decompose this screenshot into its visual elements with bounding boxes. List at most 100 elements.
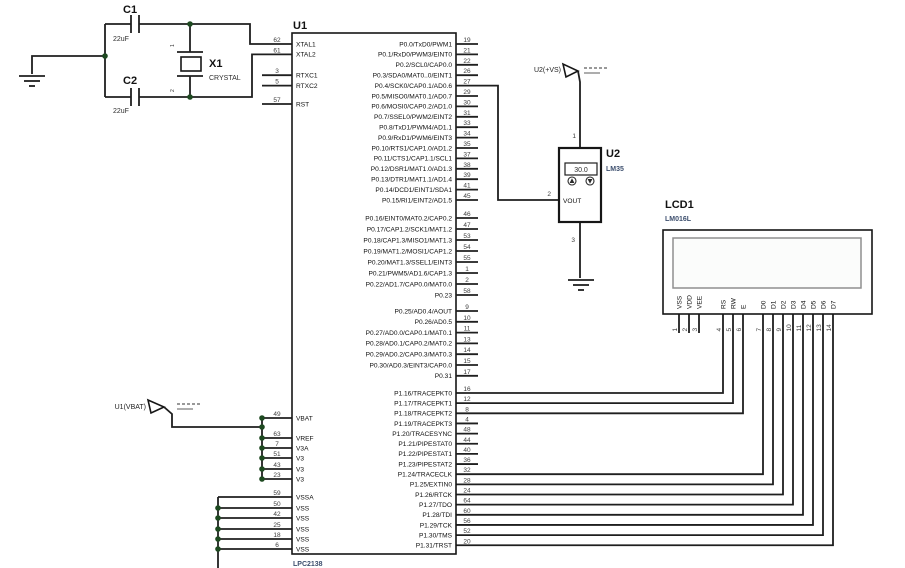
u1-pin-label: P1.24/TRACECLK bbox=[398, 472, 453, 479]
u1-pin-label: P0.22/AD1.7/CAP0.0/MAT0.0 bbox=[366, 281, 453, 288]
u1-pin-number: 20 bbox=[463, 538, 471, 545]
crystal-x1[interactable] bbox=[177, 51, 203, 77]
lcd-display-lm016l[interactable] bbox=[662, 229, 873, 315]
u1-pin-number: 26 bbox=[463, 68, 471, 75]
u2-pin-number: 3 bbox=[571, 237, 575, 244]
u1-pin-number: 54 bbox=[463, 244, 471, 251]
up-arrow-icon[interactable] bbox=[569, 178, 575, 183]
u1-pin-label: P0.15/RI1/EINT2/AD1.5 bbox=[382, 197, 452, 204]
u1-pin-number: 37 bbox=[463, 151, 471, 158]
u1-pin-number: 44 bbox=[463, 437, 471, 444]
lcd-pin-number: 12 bbox=[806, 324, 813, 332]
u1-pin-number: 46 bbox=[463, 211, 471, 218]
u1-pin-number: 33 bbox=[463, 120, 471, 127]
u1-pin-label: VSS bbox=[296, 546, 310, 553]
lcd-data-wire bbox=[456, 314, 794, 506]
lcd-pin-label: VSS bbox=[677, 295, 684, 309]
u1-pin-number: 24 bbox=[463, 488, 471, 495]
down-arrow-icon[interactable] bbox=[587, 179, 593, 184]
u1-pin-label: P0.6/MOSI0/CAP0.2/AD1.0 bbox=[371, 104, 452, 111]
u1-pin-number: 47 bbox=[463, 222, 471, 229]
crystal-body[interactable] bbox=[180, 56, 202, 72]
u2-vs-flag-label: U2(+VS) bbox=[534, 67, 561, 74]
u1-pin-label: P1.22/PIPESTAT1 bbox=[398, 451, 452, 458]
lcd-pin-number: 11 bbox=[796, 324, 803, 331]
u1-pin-label: RST bbox=[296, 101, 309, 108]
u1-ref-label: U1 bbox=[293, 20, 307, 32]
u1-pin-number: 35 bbox=[463, 141, 471, 148]
u1-pin-label: P0.14/DCD1/EINT1/SDA1 bbox=[375, 187, 452, 194]
u1-pin-label: P0.21/PWM5/AD1.6/CAP1.3 bbox=[368, 270, 452, 277]
u1-pin-number: 13 bbox=[463, 336, 471, 343]
u1-pin-number: 6 bbox=[275, 542, 279, 549]
lcd-data-wire bbox=[456, 314, 784, 496]
lcd1-model-label: LM016L bbox=[665, 216, 692, 223]
lcd-pin-label: D0 bbox=[761, 300, 768, 309]
lcd-pin-number: 8 bbox=[766, 328, 773, 332]
u1-pin-label: P0.29/AD0.2/CAP0.3/MAT0.3 bbox=[366, 352, 453, 359]
power-flag-icon[interactable] bbox=[561, 62, 580, 79]
u1-pin-number: 19 bbox=[463, 37, 471, 44]
lcd-pin-label: VDD bbox=[687, 295, 694, 309]
u1-pin-number: 63 bbox=[273, 431, 281, 438]
junction-dot bbox=[215, 546, 221, 552]
u1-pin-number: 36 bbox=[463, 457, 471, 464]
lcd-pin-label: D1 bbox=[771, 300, 778, 309]
u1-pin-number: 2 bbox=[465, 277, 469, 284]
u1-pin-label: VSS bbox=[296, 536, 310, 543]
lcd-pin-number: 14 bbox=[826, 324, 833, 332]
u1-pin-number: 29 bbox=[463, 89, 471, 96]
junction-dot bbox=[215, 505, 221, 511]
lcd-pin-number: 6 bbox=[736, 328, 743, 332]
u1-pin-number: 8 bbox=[465, 406, 469, 413]
u1-microcontroller[interactable] bbox=[291, 32, 457, 555]
u1-pin-label: P0.26/AD0.5 bbox=[415, 319, 453, 326]
u1-pin-label: P0.12/DSR1/MAT1.0/AD1.3 bbox=[371, 166, 453, 173]
lcd-pin-label: D2 bbox=[781, 300, 788, 309]
c2-value-label: 22uF bbox=[113, 108, 129, 115]
u1-pin-number: 38 bbox=[463, 162, 471, 169]
capacitor-c2[interactable] bbox=[130, 88, 140, 106]
lcd-pin-label: D6 bbox=[821, 300, 828, 309]
lcd-pin-number: 10 bbox=[786, 324, 793, 332]
junction-dot bbox=[259, 455, 265, 461]
capacitor-c1[interactable] bbox=[130, 15, 140, 33]
junction-dot bbox=[102, 53, 108, 59]
u1-pin-number: 27 bbox=[463, 79, 471, 86]
vbat-flag-wire bbox=[163, 406, 262, 428]
u1-pin-number: 10 bbox=[463, 315, 471, 322]
u1-pin-label: P1.20/TRACESYNC bbox=[392, 431, 452, 438]
lcd-data-wire bbox=[456, 314, 824, 536]
lm35-sensor[interactable] bbox=[557, 146, 603, 224]
u1-pin-number: 40 bbox=[463, 447, 471, 454]
lcd-pin-number: 9 bbox=[776, 328, 783, 332]
u1-pin-label: P0.30/AD0.3/EINT3/CAP0.0 bbox=[370, 362, 453, 369]
u2-pin-number: 2 bbox=[547, 191, 551, 198]
u1-pin-label: XTAL1 bbox=[296, 41, 316, 48]
u1-pin-label: RTXC2 bbox=[296, 83, 318, 90]
u1-pin-label: P0.17/CAP1.2/SCK1/MAT1.2 bbox=[367, 226, 453, 233]
u1-pin-label: P0.5/MISO0/MAT0.1/AD0.7 bbox=[372, 93, 453, 100]
u1-pin-number: 45 bbox=[463, 193, 471, 200]
power-flag-icon[interactable] bbox=[146, 398, 166, 415]
lcd-pin-number: 3 bbox=[692, 328, 699, 332]
junction-dot bbox=[259, 424, 265, 430]
u1-pin-number: 62 bbox=[273, 37, 281, 44]
u1-pin-number: 22 bbox=[463, 58, 471, 65]
u2-body[interactable] bbox=[557, 146, 603, 224]
u1-pin-label: P1.17/TRACEPKT1 bbox=[394, 400, 452, 407]
u1-pin-label: P0.16/EINT0/MAT0.2/CAP0.2 bbox=[365, 215, 452, 222]
u1-pin-number: 18 bbox=[273, 532, 281, 539]
lcd-data-wire bbox=[456, 314, 764, 476]
u1-pin-number: 15 bbox=[463, 358, 471, 365]
u1-pin-label: P1.16/TRACEPKT0 bbox=[394, 390, 452, 397]
lcd1-ref-label: LCD1 bbox=[665, 199, 694, 211]
u1-pin-number: 41 bbox=[463, 183, 471, 190]
u1-pin-label: P0.20/MAT1.3/SSEL1/EINT3 bbox=[367, 259, 452, 266]
u1-body[interactable] bbox=[291, 32, 457, 555]
u1-pin-number: 32 bbox=[463, 467, 471, 474]
u1-pin-number: 42 bbox=[273, 511, 281, 518]
u1-pin-label: P0.13/DTR1/MAT1.1/AD1.4 bbox=[371, 177, 452, 184]
junction-dot bbox=[215, 526, 221, 532]
temperature-value: 30.0 bbox=[574, 167, 588, 174]
